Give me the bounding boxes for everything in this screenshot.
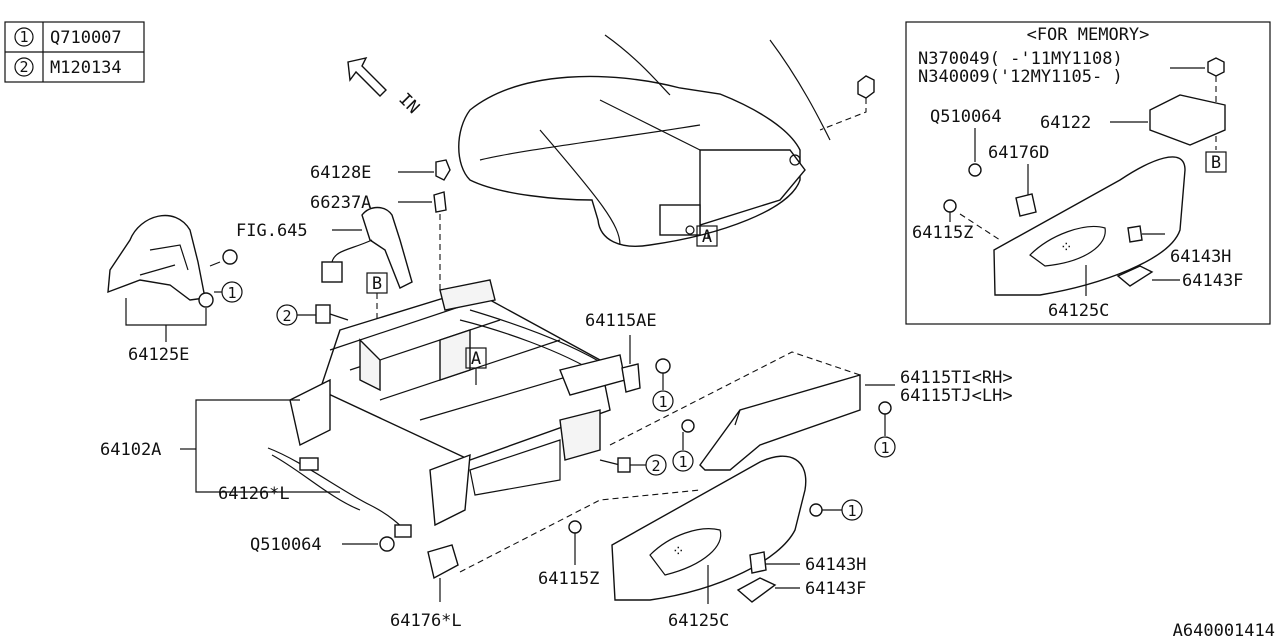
- memory-knob-f: [1116, 265, 1154, 287]
- outer-cover-64115t: [699, 374, 861, 471]
- memory-knob-h: [1127, 225, 1143, 243]
- memory-64125c: 64125C: [1048, 301, 1109, 321]
- memory-64176d: 64176D: [988, 143, 1049, 163]
- label-fig645: FIG.645: [236, 221, 308, 241]
- label-64115ti: 64115TI<RH>: [900, 368, 1013, 388]
- label-64115z: 64115Z: [538, 569, 599, 589]
- callout-1-a: 1: [227, 284, 236, 302]
- callout-1-e: 1: [847, 502, 856, 520]
- memory-64115z: 64115Z: [912, 223, 973, 243]
- seat-frame: [289, 279, 626, 527]
- bolt-icon-2: [599, 457, 631, 473]
- clip-64115ae: [621, 363, 641, 393]
- direction-arrow: IN: [347, 56, 423, 118]
- switch-64176l: [427, 544, 459, 580]
- callout-1-b: 1: [658, 393, 667, 411]
- screw-icon-c2: [809, 503, 823, 517]
- legend-table: 1 Q710007 2 M120134: [4, 21, 145, 83]
- bolt-icon: [315, 304, 349, 324]
- screw-icon-t2: [878, 401, 892, 415]
- switch-glyph: ⁘: [672, 542, 685, 560]
- label-64126l: 64126*L: [218, 484, 290, 504]
- wire-harness: [267, 447, 412, 538]
- memory-64122: 64122: [1040, 113, 1091, 133]
- label-64128e: 64128E: [310, 163, 371, 183]
- clip-66237a: [433, 191, 447, 213]
- callout-2-b: 2: [651, 457, 660, 475]
- memory-screw-icon-2: [943, 199, 957, 213]
- label-64143f: 64143F: [805, 579, 866, 599]
- ref-a-top: A: [702, 227, 712, 247]
- label-64115ae: 64115AE: [585, 311, 657, 331]
- screw-icon-t: [681, 419, 695, 433]
- callout-1-d: 1: [880, 439, 889, 457]
- clip-64128e: [435, 159, 451, 181]
- callout-2-a: 2: [282, 307, 291, 325]
- label-64115tj: 64115TJ<LH>: [900, 386, 1013, 406]
- memory-switch-icon: [1015, 193, 1037, 217]
- screw-icon-ae: [655, 358, 671, 374]
- memory-n370049: N370049( -'11MY1108): [918, 49, 1123, 69]
- legend-code-1: Q710007: [50, 28, 122, 48]
- screw-q510064: [379, 536, 395, 552]
- ecu-64122: [1149, 94, 1226, 146]
- memory-box: <FOR MEMORY> N370049( -'11MY1108) N34000…: [905, 21, 1271, 325]
- label-66237a: 66237A: [310, 193, 371, 213]
- cover-64125e: [107, 214, 206, 301]
- screw-icon-c: [568, 520, 582, 534]
- memory-64143f: 64143F: [1182, 271, 1243, 291]
- callout-1-c: 1: [678, 453, 687, 471]
- knob-64143f: [736, 577, 777, 603]
- side-cover-64125c: ⁘: [611, 455, 807, 601]
- legend-num-2: 2: [19, 58, 28, 76]
- ref-a-box-top: [696, 225, 718, 247]
- diagram-id: A640001414: [1173, 621, 1275, 640]
- ref-a-frame: A: [471, 349, 481, 369]
- memory-title: <FOR MEMORY>: [1027, 25, 1150, 45]
- direction-label: IN: [394, 89, 423, 118]
- label-q510064: Q510064: [250, 535, 322, 555]
- memory-switch-glyph: ⁘: [1060, 238, 1073, 256]
- memory-ref-b-box: [1205, 151, 1227, 173]
- legend-code-2: M120134: [50, 58, 122, 78]
- label-64125c: 64125C: [668, 611, 729, 631]
- memory-side-cover: [993, 156, 1186, 296]
- label-64125e: 64125E: [128, 345, 189, 365]
- memory-nut-icon: [1207, 57, 1225, 77]
- screw-icon: [209, 249, 238, 267]
- ref-b-frame: B: [372, 274, 382, 294]
- knob-64143h: [749, 551, 767, 574]
- memory-q510064: Q510064: [930, 107, 1002, 127]
- label-64143h: 64143H: [805, 555, 866, 575]
- label-64176l: 64176*L: [390, 611, 462, 631]
- label-64102a: 64102A: [100, 440, 161, 460]
- memory-screw-icon: [968, 163, 982, 177]
- seat-cushion: [458, 34, 831, 247]
- nut-icon: [857, 75, 875, 99]
- memory-ref-b: B: [1211, 153, 1221, 173]
- memory-n340009: N340009('12MY1105- ): [918, 67, 1123, 87]
- legend-num-1: 1: [19, 28, 28, 46]
- memory-64143h: 64143H: [1170, 247, 1231, 267]
- seat-belt-buckle: [321, 206, 413, 289]
